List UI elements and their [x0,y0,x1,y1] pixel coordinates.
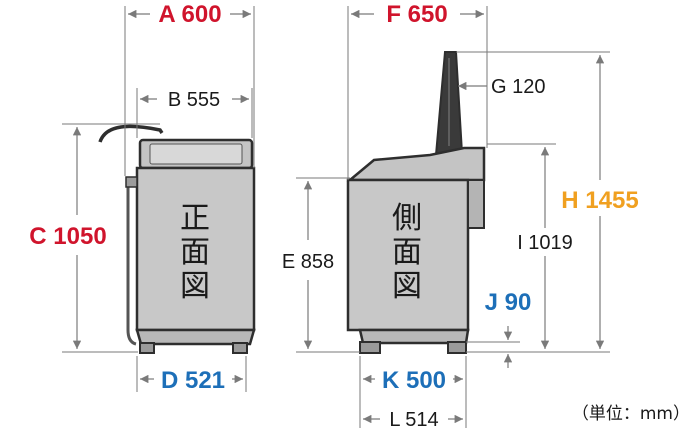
dim-f: F 650 [351,1,484,28]
dim-c-label: C 1050 [29,223,106,250]
front-side-knob [125,176,138,188]
side-view: 側 面 図 [346,51,486,354]
side-rear-panel [467,179,485,229]
dim-b: B 555 [140,89,249,111]
dim-a-label: A 600 [158,1,221,28]
side-view-char-3: 図 [392,269,422,304]
front-extension-lines [62,6,255,392]
dim-i-label: I 1019 [517,232,573,254]
dim-k-label: K 500 [382,367,446,394]
dim-g-label: G 120 [491,76,545,98]
side-foot-front [359,341,381,354]
side-body [346,178,470,332]
dim-f-label: F 650 [386,1,447,28]
front-foot-right [232,342,248,354]
dim-h-label: H 1455 [561,187,638,214]
dim-d: D 521 [140,367,243,394]
front-view-char-3: 図 [180,269,210,304]
dim-b-label: B 555 [168,89,220,111]
front-view: 正 面 図 [98,124,256,354]
dim-h: H 1455 [561,55,639,349]
front-body [135,166,256,332]
dim-l-label: L 514 [389,409,438,430]
dim-j: J 90 [485,289,532,368]
dim-l: L 514 [363,409,463,430]
dim-i: I 1019 [517,147,573,349]
dim-j-label: J 90 [485,289,532,316]
side-extension-lines [296,6,610,428]
side-top [346,146,486,182]
dim-e: E 858 [282,181,334,349]
dim-d-label: D 521 [161,367,225,394]
dim-g: G 120 [458,76,545,98]
dim-c: C 1050 [29,127,107,349]
side-view-char-2: 面 [392,235,422,270]
front-view-char-1: 正 [180,201,210,236]
front-hose-side [126,180,137,346]
front-base [135,328,256,346]
dim-e-label: E 858 [282,251,334,273]
dim-a: A 600 [128,1,251,28]
front-foot-left [139,342,155,354]
side-view-char-1: 側 [392,201,422,236]
front-lid-panel [149,143,243,165]
side-foot-rear [447,341,467,354]
front-view-char-2: 面 [180,235,210,270]
dim-k: K 500 [363,367,463,394]
unit-label: （単位：mm） [572,404,690,424]
